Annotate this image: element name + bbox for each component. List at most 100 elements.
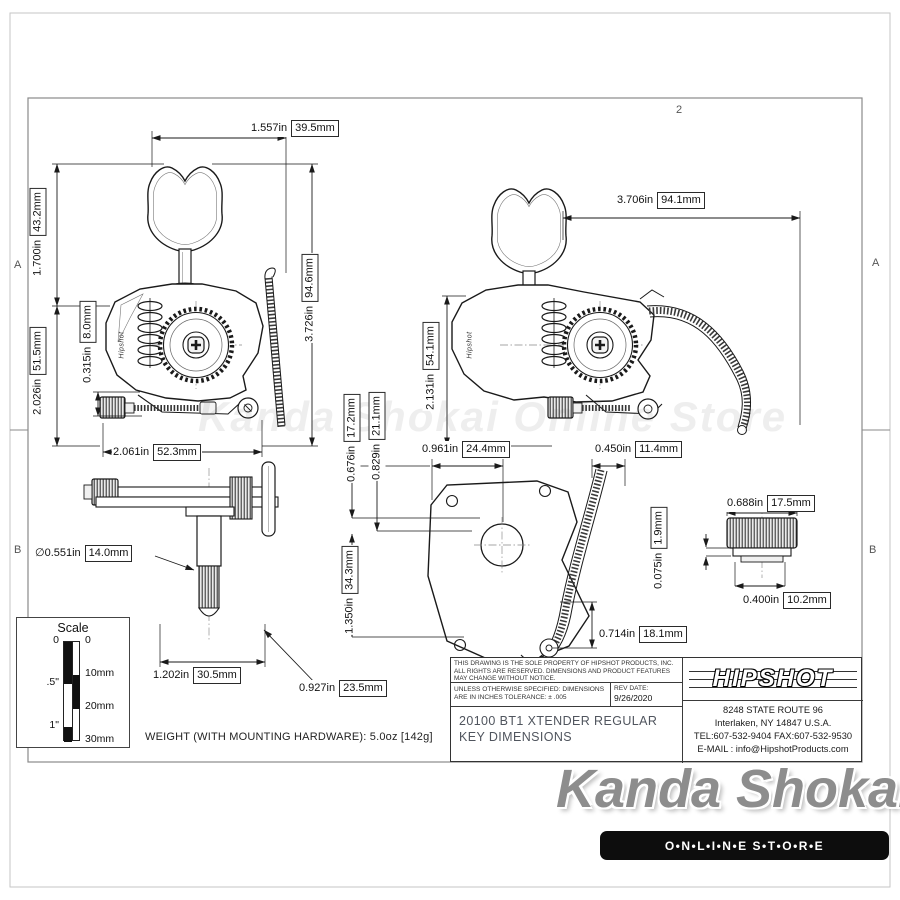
- scale-mm-0: 0: [85, 634, 91, 646]
- knob-detail-view: [726, 502, 798, 578]
- dim-key-width: 1.557in 39.5mm: [250, 120, 340, 137]
- dim-mm-value: 30.5mm: [193, 667, 241, 684]
- dim-inches-value: 1.350in: [343, 597, 356, 634]
- dim-mm-value: 94.6mm: [301, 254, 319, 302]
- dim-side-width: 1.202in 30.5mm: [152, 667, 242, 684]
- brand-name: HIPSHOT: [712, 665, 834, 692]
- side-view: [83, 461, 279, 642]
- center-watermark: Kanda Shokai Online Store: [198, 393, 788, 440]
- dim-inches-value: 3.706in: [617, 194, 654, 206]
- scale-inch-half: .5": [46, 676, 59, 688]
- scale-inch-1: 1": [49, 719, 59, 731]
- front-view: [99, 166, 286, 428]
- legal-notice: THIS DRAWING IS THE SOLE PROPERTY OF HIP…: [451, 658, 683, 683]
- dim-inches-value: 0.927in: [299, 682, 336, 694]
- address-line: Interlaken, NY 14847 U.S.A.: [714, 718, 832, 728]
- dim-mm-value: 14.0mm: [84, 545, 133, 562]
- dim-inches-value: 0.075in: [652, 552, 665, 589]
- dimension-lines: [52, 131, 801, 687]
- zone-label-b-left: B: [14, 544, 22, 556]
- back-plate-view: [427, 468, 608, 662]
- housing-brand-text: Hipshot: [118, 331, 126, 359]
- dim-mm-value: 39.5mm: [291, 120, 339, 137]
- dim-plate-lever-x: 0.450in 11.4mm: [594, 441, 684, 458]
- dim-mm-value: 1.9mm: [650, 507, 668, 549]
- dim-mm-value: 94.1mm: [657, 192, 705, 209]
- dim-mm-value: 18.1mm: [639, 626, 687, 643]
- dim-mm-value: 54.1mm: [422, 322, 440, 370]
- scale-bar: [63, 641, 80, 742]
- dim-mm-value: 51.5mm: [29, 327, 47, 375]
- scale-inch-0: 0: [53, 634, 59, 646]
- housing-brand-text: Hipshot: [466, 331, 474, 359]
- dim-knob-flange: 0.075in 1.9mm: [650, 506, 668, 590]
- dim-inches-value: 0.961in: [422, 443, 459, 455]
- dim-mm-value: 21.1mm: [368, 392, 386, 440]
- dim-inches-value: 0.829in: [370, 443, 383, 480]
- dim-inches-value: 1.202in: [153, 669, 190, 681]
- dim-body-width: 2.061in 52.3mm: [112, 444, 202, 461]
- part-title-line1: 20100 BT1 XTENDER REGULAR: [459, 714, 658, 728]
- dim-post-length: 0.927in 23.5mm: [298, 680, 388, 697]
- dim-inches-value: 0.714in: [599, 628, 636, 640]
- dim-mm-value: 8.0mm: [79, 301, 97, 343]
- dim-lever-reach: 3.706in 94.1mm: [616, 192, 706, 209]
- part-title-line2: KEY DIMENSIONS: [459, 730, 573, 744]
- address-line: 8248 STATE ROUTE 96: [723, 705, 823, 715]
- dim-mm-value: 23.5mm: [339, 680, 387, 697]
- scale-mm-30: 30mm: [85, 733, 115, 745]
- dim-inches-value: 2.026in: [31, 378, 44, 415]
- scale-indicator: Scale 0 .5" 1" 0 10mm 20mm 30mm: [16, 617, 130, 748]
- rev-date-label: REV DATE:: [614, 685, 649, 692]
- dim-knob-width: 0.688in 17.5mm: [726, 495, 816, 512]
- dim-inches-value: 1.557in: [251, 122, 288, 134]
- dim-lever-drop: 2.131in 54.1mm: [422, 321, 440, 411]
- store-watermark-tagline: O•N•L•I•N•E S•T•O•R•E: [600, 831, 889, 860]
- dim-post-diameter: ∅0.551in 14.0mm: [34, 545, 134, 562]
- zone-label-2-top: 2: [676, 104, 683, 116]
- front-view-lever: [451, 188, 751, 435]
- dim-mm-value: 17.5mm: [767, 495, 815, 512]
- part-title: 20100 BT1 XTENDER REGULAR KEY DIMENSIONS: [451, 707, 683, 763]
- dim-plate-height: 1.350in 34.3mm: [341, 545, 359, 635]
- hipshot-logo: HIPSHOT: [683, 658, 863, 701]
- rev-date-value: 9/26/2020: [614, 693, 653, 703]
- address-line: E-MAIL : info@HipshotProducts.com: [697, 744, 849, 754]
- dim-mm-value: 10.2mm: [783, 592, 831, 609]
- dim-mm-value: 17.2mm: [343, 394, 361, 442]
- dim-body-height: 2.026in 51.5mm: [29, 326, 47, 416]
- dim-screw-offset: 0.315in 8.0mm: [79, 300, 97, 384]
- dim-inches-value: 0.400in: [743, 594, 780, 606]
- dim-plate-hole-x: 0.961in 24.4mm: [421, 441, 511, 458]
- dim-inches-value: 0.676in: [345, 445, 358, 482]
- dim-mm-value: 11.4mm: [635, 441, 683, 458]
- title-block: THIS DRAWING IS THE SOLE PROPERTY OF HIP…: [450, 657, 863, 763]
- dim-inches-value: 3.726in: [303, 305, 316, 342]
- weight-note: WEIGHT (WITH MOUNTING HARDWARE): 5.0oz […: [145, 731, 433, 743]
- dim-inches-value: 0.450in: [595, 443, 632, 455]
- tolerance-note: UNLESS OTHERWISE SPECIFIED: DIMENSIONS A…: [451, 683, 611, 707]
- zone-label-b-right: B: [869, 544, 877, 556]
- dim-inches-value: 2.061in: [113, 446, 150, 458]
- dim-inches-value: ∅0.551in: [35, 547, 81, 559]
- dim-mm-value: 52.3mm: [153, 444, 201, 461]
- dim-total-height: 3.726in 94.6mm: [301, 253, 319, 343]
- rev-date-cell: REV DATE: 9/26/2020: [611, 683, 683, 707]
- scale-title: Scale: [57, 621, 89, 635]
- sheet-border: [9, 12, 891, 888]
- dim-key-height: 1.700in 43.2mm: [29, 187, 47, 277]
- dim-plate-hole-y2: 0.829in 21.1mm: [368, 391, 386, 481]
- dim-inches-value: 1.700in: [31, 239, 44, 276]
- zone-label-a-left: A: [14, 259, 22, 271]
- company-address: 8248 STATE ROUTE 96 Interlaken, NY 14847…: [683, 701, 863, 763]
- dim-mm-value: 24.4mm: [462, 441, 510, 458]
- store-watermark-name: Kanda Shokai: [556, 759, 900, 819]
- dim-mm-value: 43.2mm: [29, 188, 47, 236]
- dim-knob-base: 0.400in 10.2mm: [742, 592, 832, 609]
- store-tagline-text: O•N•L•I•N•E S•T•O•R•E: [664, 838, 825, 853]
- dim-lever-tip: 0.714in 18.1mm: [598, 626, 688, 643]
- dim-plate-hole-y1: 0.676in 17.2mm: [343, 393, 361, 483]
- dim-inches-value: 0.315in: [81, 346, 94, 383]
